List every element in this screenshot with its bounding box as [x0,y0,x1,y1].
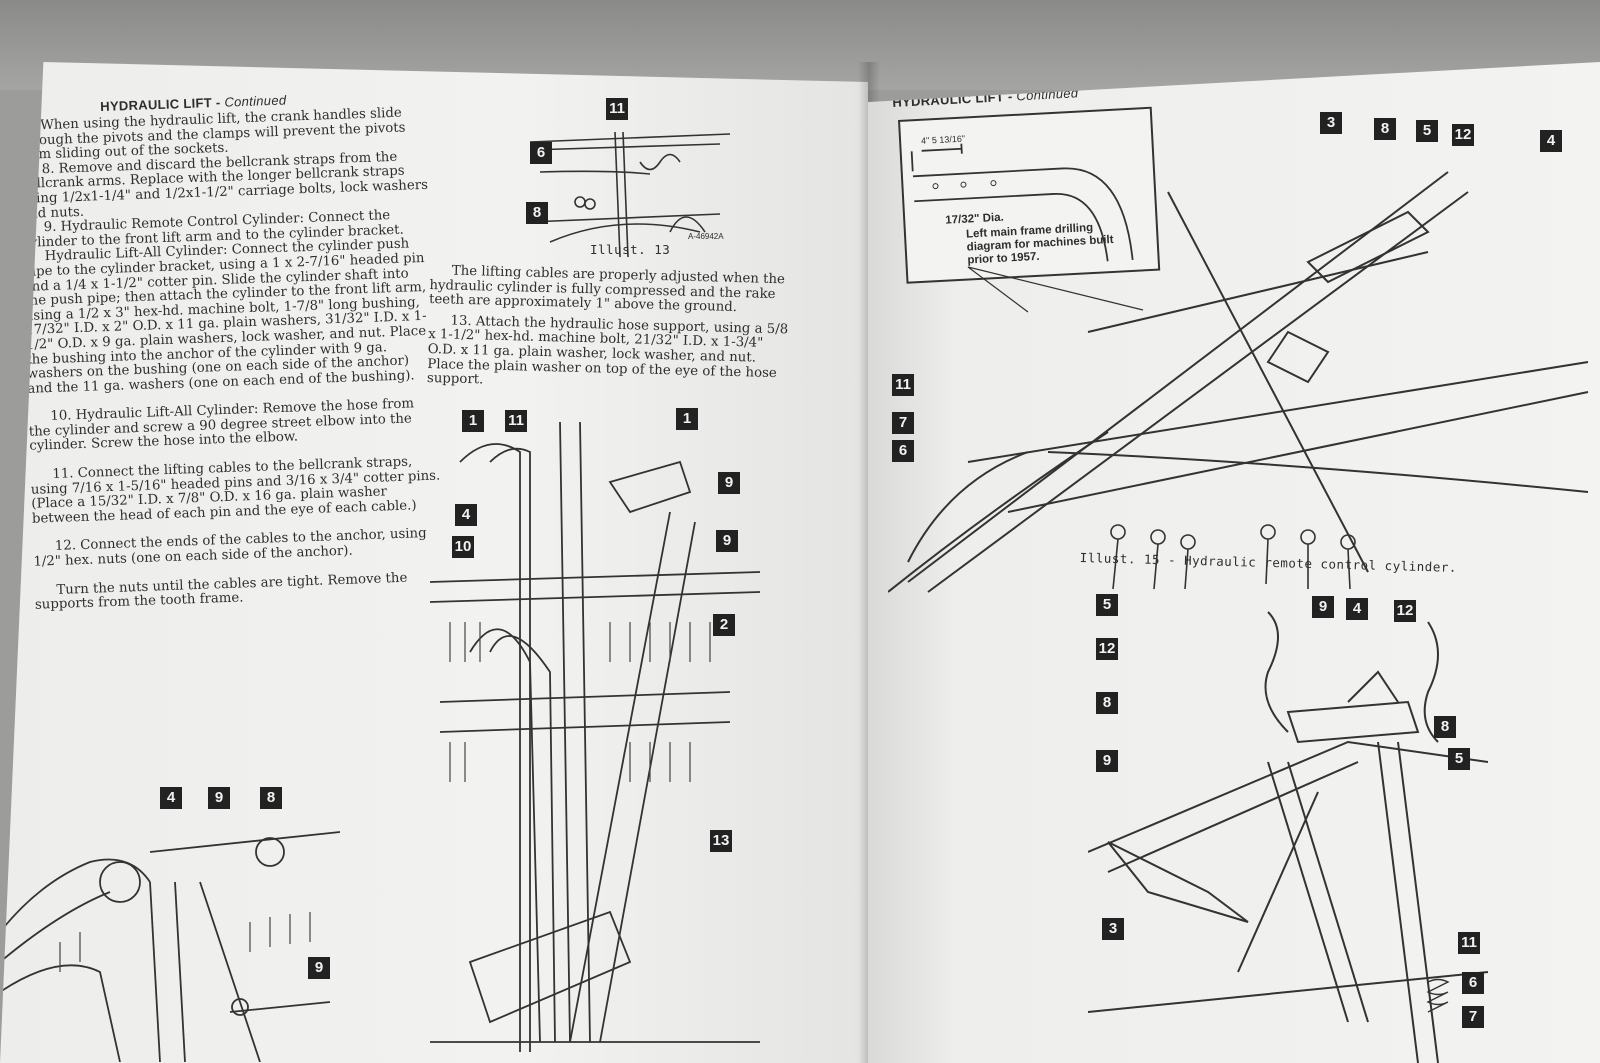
callout-8: 8 [260,787,282,809]
callout-11: 11 [606,98,628,120]
paragraph-step-10: 10. Hydraulic Lift-All Cylinder: Remove … [28,396,415,455]
drilling-diagram-inset: 4" 5 13/16" 17/32" Dia. Left main frame … [898,106,1161,284]
callout-4: 4 [1540,130,1562,152]
callout-9-bottom: 9 [308,957,330,979]
callout-8: 8 [1374,118,1396,140]
illust-16-drawing [1088,611,1488,1063]
callout-11: 11 [1458,932,1480,954]
callout-2: 2 [713,614,735,636]
callout-7: 7 [892,412,914,434]
callout-5: 5 [1096,594,1118,616]
callout-12: 12 [1452,124,1474,146]
illust-15-drawing [888,171,1589,593]
callout-1-left: 1 [462,410,484,432]
paragraph-cable-adjust: The lifting cables are properly adjusted… [428,263,786,316]
left-column-text: When using the hydraulic lift, the crank… [18,106,445,614]
callout-1-right: 1 [676,408,698,430]
callout-9-upper: 9 [718,472,740,494]
illust-13-drawing [529,131,731,258]
right-page: HYDRAULIC LIFT - Continued 4" 5 13/16" 1… [868,62,1600,1063]
callout-12-left: 12 [1096,638,1118,660]
callout-11: 11 [505,410,527,432]
callout-7: 7 [1462,1006,1484,1028]
paragraph-step-13: 13. Attach the hydraulic hose support, u… [426,313,789,388]
illust-13-code: A-46942A [688,232,724,241]
callout-13: 13 [710,830,732,852]
callout-6: 6 [530,142,552,164]
callout-9: 9 [1312,596,1334,618]
illust-13-caption: Illust. 13 [590,242,671,257]
right-column-text: The lifting cables are properly adjusted… [427,264,790,396]
callout-3: 3 [1102,918,1124,940]
callout-6: 6 [1462,972,1484,994]
left-page: HYDRAULIC LIFT - Continued When using th… [0,62,868,1063]
callout-8-left: 8 [1096,692,1118,714]
callout-4: 4 [160,787,182,809]
callout-5-right: 5 [1448,748,1470,770]
callout-4: 4 [1346,598,1368,620]
paragraph-turn-nuts: Turn the nuts until the cables are tight… [34,570,408,613]
callout-8-right: 8 [1434,716,1456,738]
callout-9-lower: 9 [716,530,738,552]
illust-bottom-drawing [0,831,341,1062]
paragraph-lift-all: Hydraulic Lift-All Cylinder: Connect the… [23,236,427,397]
callout-4: 4 [455,504,477,526]
callout-10: 10 [452,536,474,558]
callout-6: 6 [892,440,914,462]
paragraph-step-11: 11. Connect the lifting cables to the be… [30,454,441,527]
drilling-diagram-drawing [910,143,1134,262]
callout-5: 5 [1416,120,1438,142]
callout-9-left: 9 [1096,750,1118,772]
callout-12: 12 [1394,600,1416,622]
callout-11: 11 [892,374,914,396]
paragraph-step-12: 12. Connect the ends of the cables to th… [33,526,427,570]
callout-8: 8 [526,202,548,224]
illust-14-drawing [430,421,760,1052]
callout-9: 9 [208,787,230,809]
callout-3: 3 [1320,112,1342,134]
